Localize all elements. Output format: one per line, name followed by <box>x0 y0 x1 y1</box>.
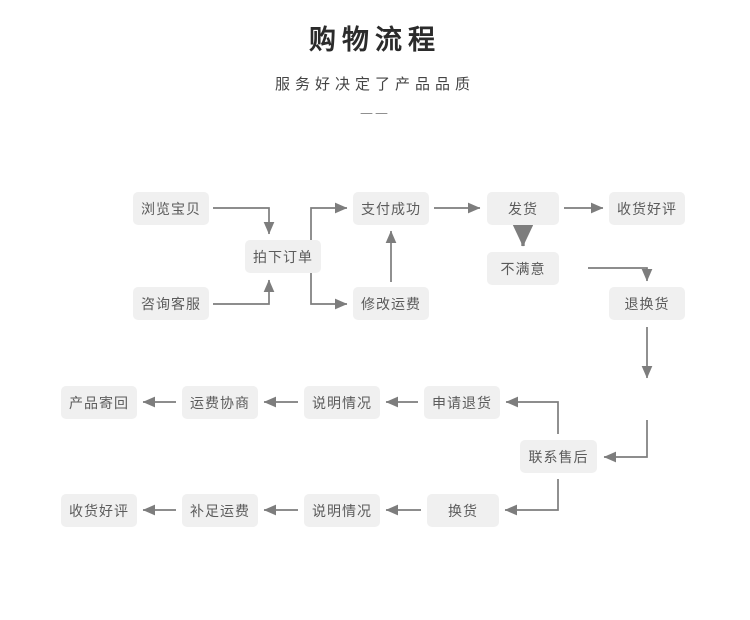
flow-node-label: 不满意 <box>500 261 546 278</box>
flow-node-label: 运费协商 <box>190 395 250 412</box>
flow-node-label: 支付成功 <box>361 201 421 218</box>
flow-node-label: 联系售后 <box>528 449 589 466</box>
flow-node-label: 申请退货 <box>432 395 492 412</box>
flow-node-label: 说明情况 <box>312 503 372 520</box>
flow-node-browse[interactable]: 浏览宝贝 <box>133 192 209 225</box>
diagram-header: 购物流程 服务好决定了产品品质 —— <box>0 0 750 122</box>
flow-node-explain-1[interactable]: 说明情况 <box>304 386 380 419</box>
flow-node-good-review-2[interactable]: 收货好评 <box>61 494 137 527</box>
flow-node-apply-return[interactable]: 申请退货 <box>424 386 500 419</box>
edge-after-sales-to-apply-return <box>505 396 559 434</box>
edge-after-sales-to-exchange <box>504 479 559 516</box>
flow-node-send-back[interactable]: 产品寄回 <box>61 386 137 419</box>
flow-node-place-order[interactable]: 拍下订单 <box>245 240 321 273</box>
flow-node-label: 退换货 <box>624 296 670 313</box>
flow-node-label: 产品寄回 <box>69 395 129 412</box>
flow-node-after-sales[interactable]: 联系售后 <box>520 440 597 473</box>
flow-node-label: 收货好评 <box>617 201 677 218</box>
flow-node-label: 发货 <box>508 201 538 218</box>
flow-node-explain-2[interactable]: 说明情况 <box>304 494 380 527</box>
flow-node-pay-success[interactable]: 支付成功 <box>353 192 429 225</box>
edge-consult-to-place-order <box>213 279 275 305</box>
flow-node-label: 换货 <box>448 503 478 520</box>
flow-node-ship[interactable]: 发货 <box>487 192 559 225</box>
flow-node-return-change[interactable]: 退换货 <box>609 287 685 320</box>
flow-node-label: 浏览宝贝 <box>141 201 201 218</box>
flow-node-good-review-1[interactable]: 收货好评 <box>609 192 685 225</box>
divider-dash: —— <box>360 106 390 122</box>
flow-node-label: 收货好评 <box>69 503 129 520</box>
page-title: 购物流程 <box>309 25 441 56</box>
page-subtitle: 服务好决定了产品品质 <box>274 75 475 94</box>
flow-node-label: 拍下订单 <box>253 249 313 266</box>
flow-node-label: 补足运费 <box>190 503 250 520</box>
edge-unsatisfied-to-return-change <box>588 267 653 282</box>
flow-node-unsatisfied[interactable]: 不满意 <box>487 252 559 285</box>
flow-node-label: 说明情况 <box>312 395 372 412</box>
flow-node-label: 修改运费 <box>361 296 421 313</box>
flow-node-label: 咨询客服 <box>141 296 201 313</box>
flow-node-fee-negotiate[interactable]: 运费协商 <box>182 386 258 419</box>
flow-node-exchange[interactable]: 换货 <box>427 494 499 527</box>
edge-browse-to-place-order <box>213 207 275 235</box>
edge-return-change-to-after-sales <box>603 420 648 463</box>
flow-node-modify-fee[interactable]: 修改运费 <box>353 287 429 320</box>
flow-node-pay-fee[interactable]: 补足运费 <box>182 494 258 527</box>
flow-node-consult[interactable]: 咨询客服 <box>133 287 209 320</box>
